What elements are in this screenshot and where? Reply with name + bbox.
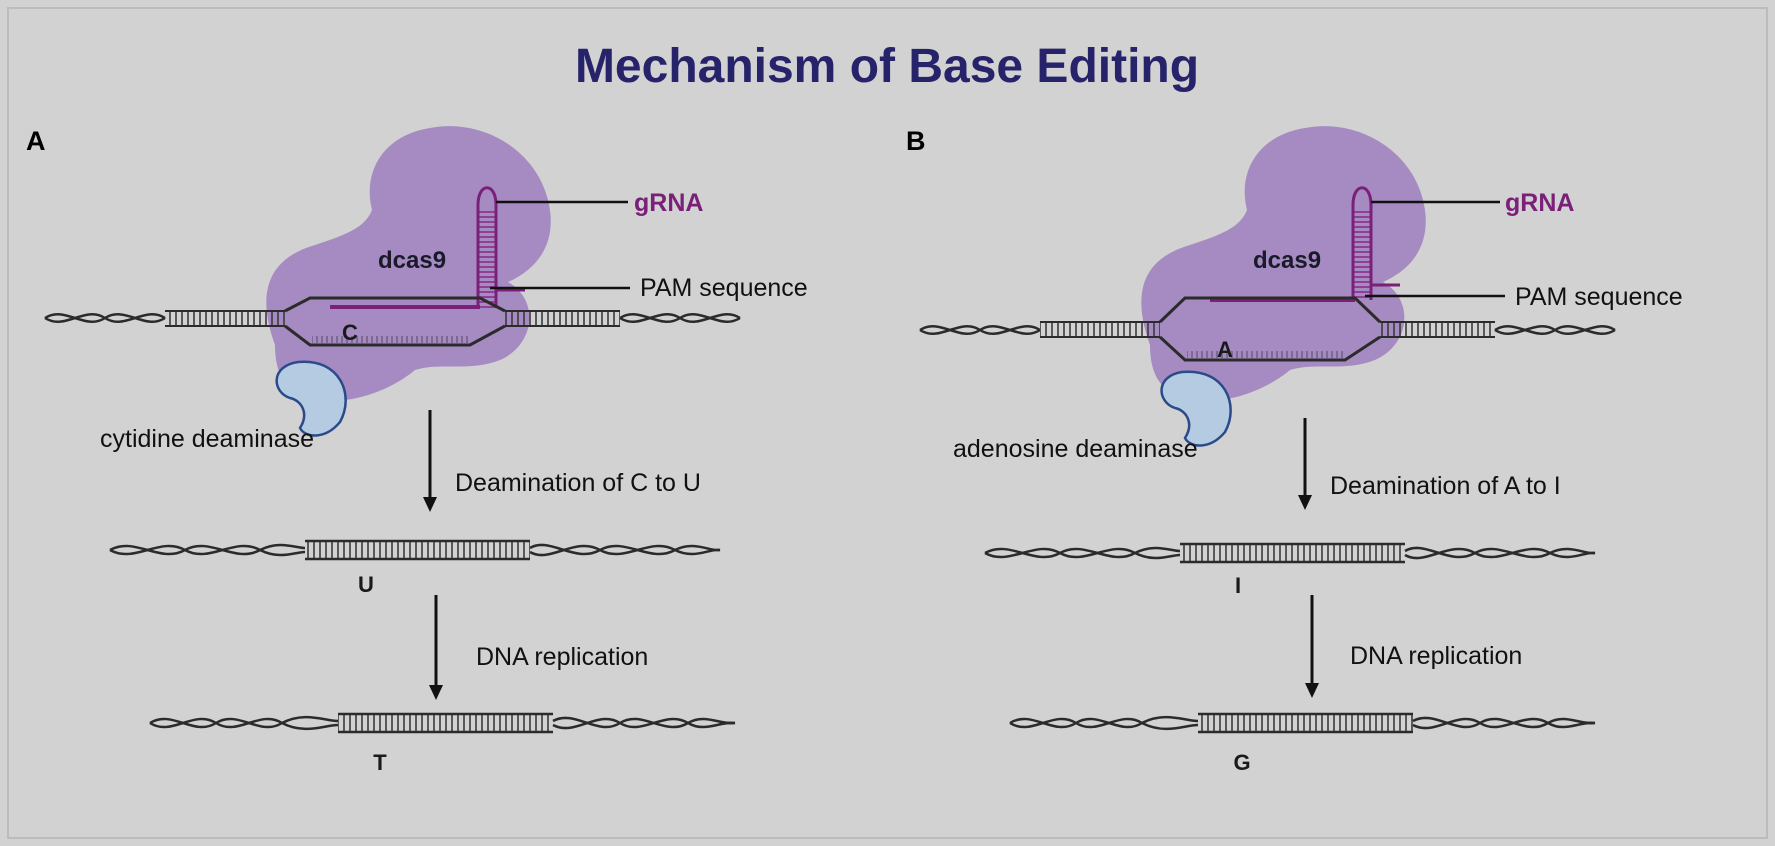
dcas9-label: dcas9 — [378, 247, 446, 274]
enzyme-label: cytidine deaminase — [100, 425, 314, 453]
step2-label: DNA replication — [476, 643, 648, 671]
target-dna-bubble — [44, 296, 741, 347]
step2-arrow-head — [429, 685, 443, 700]
target-base-label: C — [342, 320, 358, 345]
dcas9-label: dcas9 — [1253, 247, 1321, 274]
target-base-label: A — [1217, 337, 1233, 362]
enzyme-label: adenosine deaminase — [953, 435, 1198, 463]
step2-label: DNA replication — [1350, 642, 1522, 670]
edited-dna-intermediate — [984, 542, 1596, 564]
panel-b-adenine-base-editor: B — [906, 126, 1683, 775]
final-base-label: G — [1233, 750, 1250, 775]
edited-dna-intermediate — [109, 539, 721, 561]
adenosine-deaminase-shape — [1160, 370, 1232, 447]
grna-hairpin — [1210, 186, 1400, 302]
panel-a-cytidine-base-editor: A — [26, 126, 808, 775]
figure-title: Mechanism of Base Editing — [575, 40, 1199, 93]
grna-hairpin — [330, 186, 525, 309]
step1-label: Deamination of C to U — [455, 469, 701, 497]
cytidine-deaminase-shape — [275, 360, 347, 437]
panel-letter: B — [906, 126, 926, 156]
figure-frame — [7, 7, 1768, 839]
intermediate-base-label: U — [358, 572, 374, 597]
target-dna-bubble — [919, 296, 1616, 362]
step1-arrow-head — [1298, 495, 1312, 510]
final-dna — [1009, 712, 1596, 734]
pam-sequence-label: PAM sequence — [640, 274, 808, 302]
panel-letter: A — [26, 126, 46, 156]
step2-arrow-head — [1305, 683, 1319, 698]
pam-sequence-label: PAM sequence — [1515, 283, 1683, 311]
final-dna — [149, 712, 736, 734]
intermediate-base-label: I — [1235, 573, 1241, 598]
grna-label: gRNA — [634, 189, 703, 217]
step1-label: Deamination of A to I — [1330, 472, 1561, 500]
final-base-label: T — [373, 750, 387, 775]
step1-arrow-head — [423, 497, 437, 512]
grna-label: gRNA — [1505, 189, 1574, 217]
